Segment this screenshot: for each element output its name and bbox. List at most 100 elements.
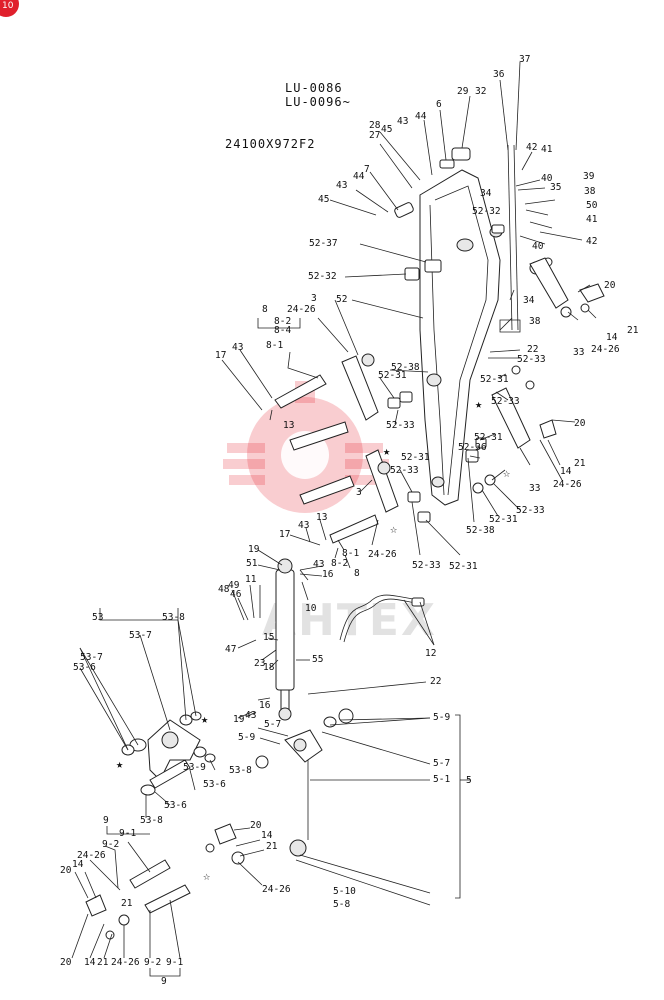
callout-label: 52-33 [386, 420, 415, 431]
callout-label: 24-26 [368, 549, 397, 560]
callout-label: 19 [233, 714, 245, 725]
callout-label: 14 [606, 332, 618, 343]
callout-label: 28 [369, 120, 381, 131]
callout-label: 53-8 [162, 612, 185, 623]
callout-label: 35 [550, 182, 561, 193]
callout-label: 52-32 [308, 271, 337, 282]
callout-label: 53-6 [73, 662, 96, 673]
callout-label: 52-36 [458, 442, 487, 453]
callout-label: 53-9 [183, 762, 206, 773]
leader-lines [71, 61, 597, 977]
callout-label: 3 [311, 293, 317, 304]
callout-label: 24-26 [553, 479, 582, 490]
callout-label: 40 [541, 173, 553, 184]
callout-label: 24-26 [111, 957, 140, 968]
callout-label: 29 [457, 86, 469, 97]
callout-label: 43 [336, 180, 347, 191]
callout-label: 33 [573, 347, 584, 358]
callout-label: 48 [218, 584, 230, 595]
callout-label: 53-6 [203, 779, 226, 790]
callout-label: 22 [527, 344, 538, 355]
page-corner-badge: 10 [0, 0, 19, 17]
callout-label: 21 [97, 957, 109, 968]
callout-label: 8 [262, 304, 268, 315]
callout-label: 15 [263, 632, 274, 643]
callout-label: 53-7 [129, 630, 152, 641]
serial-range-line-2: LU-0096~ [285, 95, 351, 109]
callout-label: 42 [586, 236, 597, 247]
callout-label: 8-2 [274, 316, 291, 327]
star-markers: ★ ★ ★ ★ ☆ ☆ ☆ [116, 397, 510, 883]
callout-label: 8-4 [274, 325, 291, 336]
callout-label: 5-10 [333, 886, 356, 897]
callout-label: 52-38 [391, 362, 420, 373]
serial-range-line-1: LU-0086 [285, 81, 343, 95]
callout-label: 5-8 [333, 899, 350, 910]
svg-text:☆: ☆ [503, 466, 510, 480]
callout-label: 43 [245, 710, 256, 721]
callout-label: 18 [263, 662, 275, 673]
callout-label: 20 [574, 418, 586, 429]
callout-label: 9 [161, 976, 167, 987]
callout-label: 12 [425, 648, 436, 659]
callout-label: 11 [245, 574, 257, 585]
callout-label: 52-31 [474, 432, 503, 443]
callout-label: 52 [336, 294, 347, 305]
callout-label: 24-26 [591, 344, 620, 355]
callout-label: 23 [254, 658, 265, 669]
callout-label: 41 [586, 214, 598, 225]
callout-label: 51 [246, 558, 258, 569]
callout-label: 20 [60, 957, 72, 968]
callout-label: 21 [574, 458, 586, 469]
svg-text:★: ★ [116, 757, 123, 771]
callout-label: 55 [312, 654, 323, 665]
callout-label: 45 [318, 194, 329, 205]
callout-label: 17 [279, 529, 290, 540]
callout-label: 14 [560, 466, 572, 477]
callout-label: 14 [84, 957, 96, 968]
callout-label: 5-7 [264, 719, 281, 730]
callout-label: 14 [72, 859, 84, 870]
callout-label: 52-33 [412, 560, 441, 571]
callout-label: 46 [230, 589, 242, 600]
callout-label: 24-26 [262, 884, 291, 895]
model-code: 24100X972F2 [225, 137, 315, 151]
callout-label: 52-32 [472, 206, 501, 217]
callout-label: 21 [266, 841, 278, 852]
callout-label: 16 [322, 569, 334, 580]
svg-text:★: ★ [475, 397, 482, 411]
callout-label: 9-1 [166, 957, 183, 968]
callout-label: 52-33 [516, 505, 545, 516]
callout-label: 9-2 [102, 839, 119, 850]
callout-label: 7 [364, 164, 370, 175]
callout-label: 52-31 [489, 514, 518, 525]
swing-bracket-drawing [121, 708, 354, 857]
callout-label: 53-8 [140, 815, 163, 826]
callout-label: 13 [316, 512, 327, 523]
callout-label: 52-33 [491, 396, 520, 407]
callout-labels: 37 36 29 32 6 44 43 28 45 27 42 41 7 44 … [60, 54, 639, 987]
callout-label: 8-1 [266, 340, 283, 351]
callout-label: 24-26 [77, 850, 106, 861]
callout-label: 52-31 [480, 374, 509, 385]
callout-label: 50 [586, 200, 598, 211]
callout-label: 19 [248, 544, 260, 555]
arm-links-drawing [274, 257, 569, 544]
callout-label: 52-31 [378, 370, 407, 381]
callout-label: 43 [397, 116, 408, 127]
callout-label: 5-1 [433, 774, 450, 785]
callout-label: 40 [532, 241, 544, 252]
callout-label: 52-37 [309, 238, 338, 249]
callout-label: 5-9 [433, 712, 450, 723]
cylinder-drawing [275, 558, 425, 721]
callout-label: 52-31 [449, 561, 478, 572]
callout-label: 14 [261, 830, 273, 841]
callout-label: 44 [353, 171, 365, 182]
svg-text:★: ★ [201, 712, 208, 726]
corner-badge-text: 10 [2, 1, 14, 11]
callout-label: 17 [215, 350, 226, 361]
callout-label: 47 [225, 644, 236, 655]
callout-label: 10 [305, 603, 317, 614]
callout-label: 45 [381, 124, 392, 135]
